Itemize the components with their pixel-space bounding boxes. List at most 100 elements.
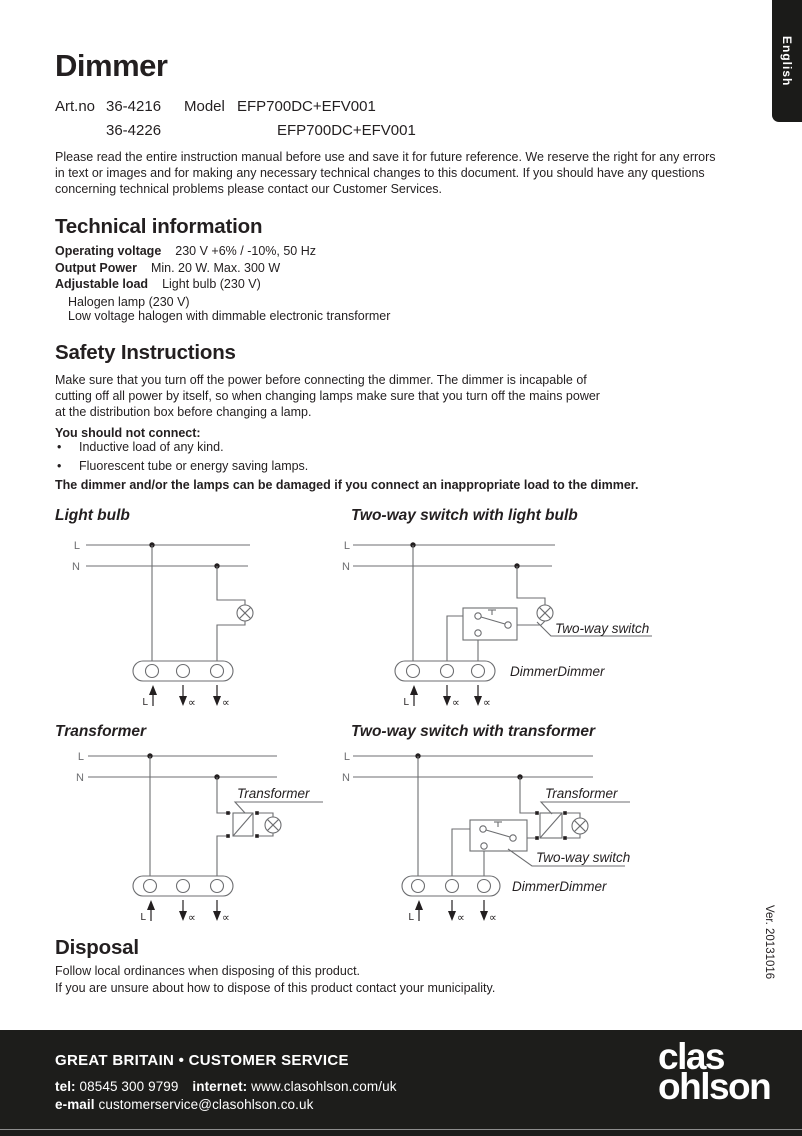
terminal-live-label: L [140,912,146,923]
live-label: L [344,540,350,552]
language-tab: English [772,0,802,122]
logo-line-1: clas [658,1036,726,1077]
terminal [142,878,158,894]
terminal-markings: L ∝ ∝ [140,900,230,924]
diagram-title-two-way-transformer: Two-way switch with transformer [351,723,596,740]
spec-value: 230 V +6% / -10%, 50 Hz [175,244,316,258]
diagram-transformer: L N Transformer [76,751,323,924]
down-arrow-icon [179,696,187,706]
down-arrow-icon [213,696,221,706]
terminal [476,878,492,894]
supply-lines: L N [72,540,250,573]
disposal-heading: Disposal [55,936,139,959]
up-arrow-icon [149,685,157,695]
bullet-item: • Inductive load of any kind. [57,440,308,454]
neutral-label: N [72,561,80,573]
clas-ohlson-logo: clas ohlson [658,1036,772,1107]
spec-row: Adjustable load Light bulb (230 V) [55,276,316,293]
up-arrow-icon [410,685,418,695]
safety-paragraph: Make sure that you turn off the power be… [55,372,600,421]
live-label: L [78,751,84,763]
down-arrow-icon [448,911,456,921]
terminal-live-label: L [403,697,409,708]
spec-label: Output Power [55,260,137,275]
technical-heading: Technical information [55,215,263,238]
two-way-switch-label: Two-way switch [536,850,630,865]
load-symbol-icon: ∝ [489,912,497,924]
transformer-label: Transformer [237,786,310,801]
transformer-icon [535,811,567,840]
transformer-callout: Transformer [539,786,630,815]
logo-line-2: ohlson [658,1066,772,1107]
neutral-label: N [342,772,350,784]
neutral-label: N [342,561,350,573]
terminal [470,663,486,679]
lamp-icon [236,604,254,622]
page-title: Dimmer [55,48,168,83]
terminal-markings: L ∝ ∝ [408,900,497,924]
load-notes: Halogen lamp (230 V) Low voltage halogen… [68,295,390,323]
down-arrow-icon [474,696,482,706]
diagram-title-transformer: Transformer [55,723,147,740]
transformer-label: Transformer [545,786,618,801]
live-label: L [74,540,80,552]
up-arrow-icon [147,900,155,910]
footer-divider [0,1129,802,1130]
footer: GREAT BRITAIN • CUSTOMER SERVICE tel: 08… [0,1030,802,1136]
terminal-markings: L ∝ ∝ [403,685,491,709]
diagram-title-two-way-bulb: Two-way switch with light bulb [351,507,578,524]
terminal [444,878,460,894]
email-value[interactable]: customerservice@clasohlson.co.uk [98,1097,314,1112]
terminal [439,663,455,679]
safety-line: Make sure that you turn off the power be… [55,373,587,387]
circuit-wires [151,545,246,665]
model-value-1: EFP700DC+EFV001 [237,98,376,115]
bullet-text: Inductive load of any kind. [79,440,224,454]
dimmer-unit [132,660,234,682]
live-label: L [344,751,350,763]
two-way-switch-label: Two-way switch [555,621,649,636]
terminal [175,878,191,894]
down-arrow-icon [179,911,187,921]
tel-value: 08545 300 9799 [79,1079,179,1094]
disposal-line: If you are unsure about how to dispose o… [55,981,496,995]
bullet-icon: • [57,440,62,454]
diagram-title-light-bulb: Light bulb [55,507,130,524]
footer-email-line: e-mail customerservice@clasohlson.co.uk [55,1097,313,1112]
down-arrow-icon [480,911,488,921]
dimmer-unit: DimmerDimmer [394,660,605,682]
model-value-2: EFP700DC+EFV001 [277,122,416,139]
dimmer-label: DimmerDimmer [512,879,607,894]
supply-lines: L N [342,540,555,573]
dimmer-unit [132,875,234,897]
intro-line: concerning technical problems please con… [55,182,442,197]
safety-heading: Safety Instructions [55,341,236,364]
load-symbol-icon: ∝ [483,697,491,709]
load-note: Halogen lamp (230 V) [68,295,190,309]
down-arrow-icon [443,696,451,706]
terminal [410,878,426,894]
load-symbol-icon: ∝ [457,912,465,924]
model-label: Model [184,98,225,115]
circuit-wires [149,756,274,880]
terminal-markings: L ∝ ∝ [142,685,230,709]
spec-value: Min. 20 W. Max. 300 W [150,260,281,275]
terminal [175,663,191,679]
spec-value: Light bulb (230 V) [162,277,261,292]
internet-label: internet: [192,1079,248,1094]
spec-label: Adjustable load [55,277,149,292]
safety-line: at the distribution box before changing … [55,405,312,420]
two-way-switch-box [462,607,518,641]
terminal-live-label: L [142,697,148,708]
load-note: Low voltage halogen with dimmable electr… [68,309,391,323]
diagram-two-way-switch-transformer: L N [342,751,630,924]
terminal [209,878,225,894]
terminal-live-label: L [408,912,414,923]
artno-value-1: 36-4216 [106,98,162,115]
disposal-line: Follow local ordinances when disposing o… [55,964,361,978]
internet-value[interactable]: www.clasohlson.com/uk [251,1079,397,1094]
terminal [405,663,421,679]
